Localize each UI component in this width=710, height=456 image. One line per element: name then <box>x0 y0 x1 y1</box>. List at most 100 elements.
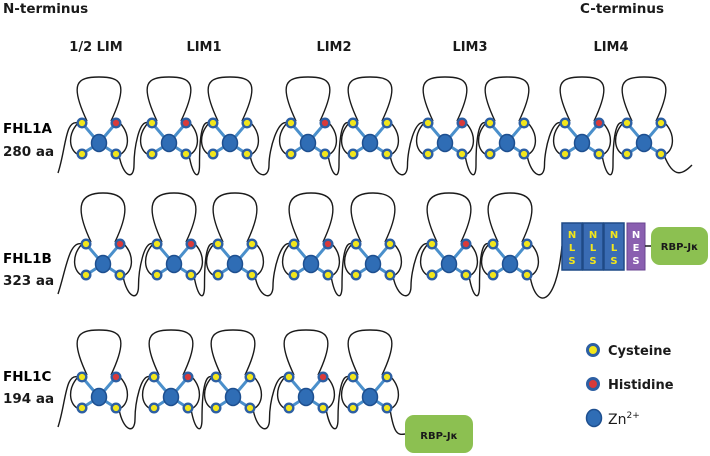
cysteine-residue <box>110 402 122 414</box>
cysteine-residue <box>76 148 88 160</box>
zinc-ion <box>165 254 183 274</box>
cysteine-residue <box>80 238 92 250</box>
zinc-finger-fhl1c-2 <box>141 329 201 414</box>
cysteine-residue <box>76 371 88 383</box>
nls-box-2 <box>582 222 604 271</box>
cysteine-residue <box>114 269 126 281</box>
zinc-finger-fhl1c-4 <box>276 329 336 414</box>
zinc-finger-fhl1c-3 <box>203 329 263 414</box>
zinc-ion <box>224 387 242 407</box>
nls-box-1 <box>561 222 583 271</box>
cysteine-residue <box>207 148 219 160</box>
cysteine-residue <box>593 148 605 160</box>
cysteine-residue <box>151 269 163 281</box>
cysteine-residue <box>241 148 253 160</box>
cysteine-residue <box>322 269 334 281</box>
cysteine-residue <box>146 117 158 129</box>
zinc-finger-fhl1a-3 <box>200 76 260 160</box>
cysteine-residue <box>621 148 633 160</box>
zinc-ion <box>221 133 239 153</box>
cysteine-residue <box>381 117 393 129</box>
histidine-residue <box>593 117 605 129</box>
nes-letter-s: S <box>632 256 639 267</box>
cysteine-residue <box>285 148 297 160</box>
zinc-ion <box>364 254 382 274</box>
nls-3-letter-l: L <box>611 243 618 254</box>
zinc-finger-fhl1a-8 <box>552 76 612 160</box>
cysteine-residue <box>347 402 359 414</box>
cysteine-residue <box>151 238 163 250</box>
isoform-length-fhl1b: 323 aa <box>3 273 54 289</box>
cysteine-residue <box>460 269 472 281</box>
zinc-finger-fhl1a-2 <box>139 76 199 160</box>
histidine-dot-icon <box>586 377 600 391</box>
isoform-length-fhl1a: 280 aa <box>3 144 54 160</box>
cysteine-residue <box>288 238 300 250</box>
n-terminus-label: N-terminus <box>3 1 88 17</box>
legend-cysteine-label: Cysteine <box>608 344 671 359</box>
nls-1-letter-l: L <box>569 243 576 254</box>
nls-3-letter-n: N <box>610 230 618 241</box>
cysteine-residue <box>381 371 393 383</box>
fhl1b-nls-domains: N L S N L S N L S <box>561 222 625 271</box>
lim-label-3: LIM3 <box>452 40 487 55</box>
fhl1b-partner-rbpjk: RBP-Jκ <box>651 227 708 265</box>
cysteine-dot-icon <box>586 343 600 357</box>
zinc-ion-icon <box>585 408 603 428</box>
cysteine-residue <box>244 371 256 383</box>
backbone-fhl1b <box>57 243 563 299</box>
isoform-name-fhl1c: FHL1C <box>3 369 52 385</box>
cysteine-residue <box>484 148 496 160</box>
cysteine-residue <box>347 117 359 129</box>
cysteine-residue <box>285 117 297 129</box>
histidine-residue <box>114 238 126 250</box>
fhl1c-partner-box <box>405 415 473 453</box>
cysteine-residue <box>241 117 253 129</box>
zinc-finger-fhl1a-6 <box>415 76 475 160</box>
histidine-residue <box>180 117 192 129</box>
cysteine-residue <box>246 238 258 250</box>
nes-letter-n: N <box>632 230 640 241</box>
fhl1b-nes-domain: N E S <box>626 222 646 271</box>
zinc-ion <box>94 254 112 274</box>
cysteine-residue <box>182 402 194 414</box>
zinc-ion <box>440 254 458 274</box>
histidine-residue <box>460 238 472 250</box>
cysteine-residue <box>521 238 533 250</box>
zinc-ion <box>361 387 379 407</box>
zinc-ion <box>635 133 653 153</box>
lim-label-4: LIM4 <box>593 40 628 55</box>
cysteine-residue <box>207 117 219 129</box>
histidine-residue <box>456 117 468 129</box>
fhl1c-partner-label: RBP-Jκ <box>420 431 457 442</box>
zinc-finger-fhl1b-7 <box>480 192 540 281</box>
cysteine-residue <box>484 117 496 129</box>
legend-histidine-label: Histidine <box>608 378 674 393</box>
isoform-length-fhl1c: 194 aa <box>3 391 54 407</box>
histidine-residue <box>110 371 122 383</box>
lim-label-2: LIM2 <box>316 40 351 55</box>
zinc-ion <box>498 133 516 153</box>
cysteine-residue <box>518 148 530 160</box>
cysteine-residue <box>381 148 393 160</box>
zinc-finger-fhl1b-6 <box>419 192 479 281</box>
zinc-finger-fhl1a-7 <box>477 76 537 160</box>
lim-label-1: LIM1 <box>186 40 221 55</box>
cysteine-residue <box>422 117 434 129</box>
cysteine-residue <box>283 371 295 383</box>
cysteine-residue <box>384 238 396 250</box>
cysteine-residue <box>384 269 396 281</box>
isoform-name-fhl1b: FHL1B <box>3 251 52 267</box>
zinc-finger-fhl1c-1 <box>69 329 129 414</box>
zinc-finger-fhl1b-2 <box>144 192 204 281</box>
cysteine-residue <box>350 269 362 281</box>
cysteine-residue <box>210 402 222 414</box>
nes-letter-e: E <box>633 243 640 254</box>
cysteine-residue <box>347 148 359 160</box>
legend-zinc-label: Zn2+ <box>608 411 640 428</box>
histidine-residue <box>322 238 334 250</box>
cysteine-residue <box>148 371 160 383</box>
cysteine-residue <box>381 402 393 414</box>
zinc-finger-motifs <box>69 76 674 414</box>
cysteine-residue <box>212 269 224 281</box>
